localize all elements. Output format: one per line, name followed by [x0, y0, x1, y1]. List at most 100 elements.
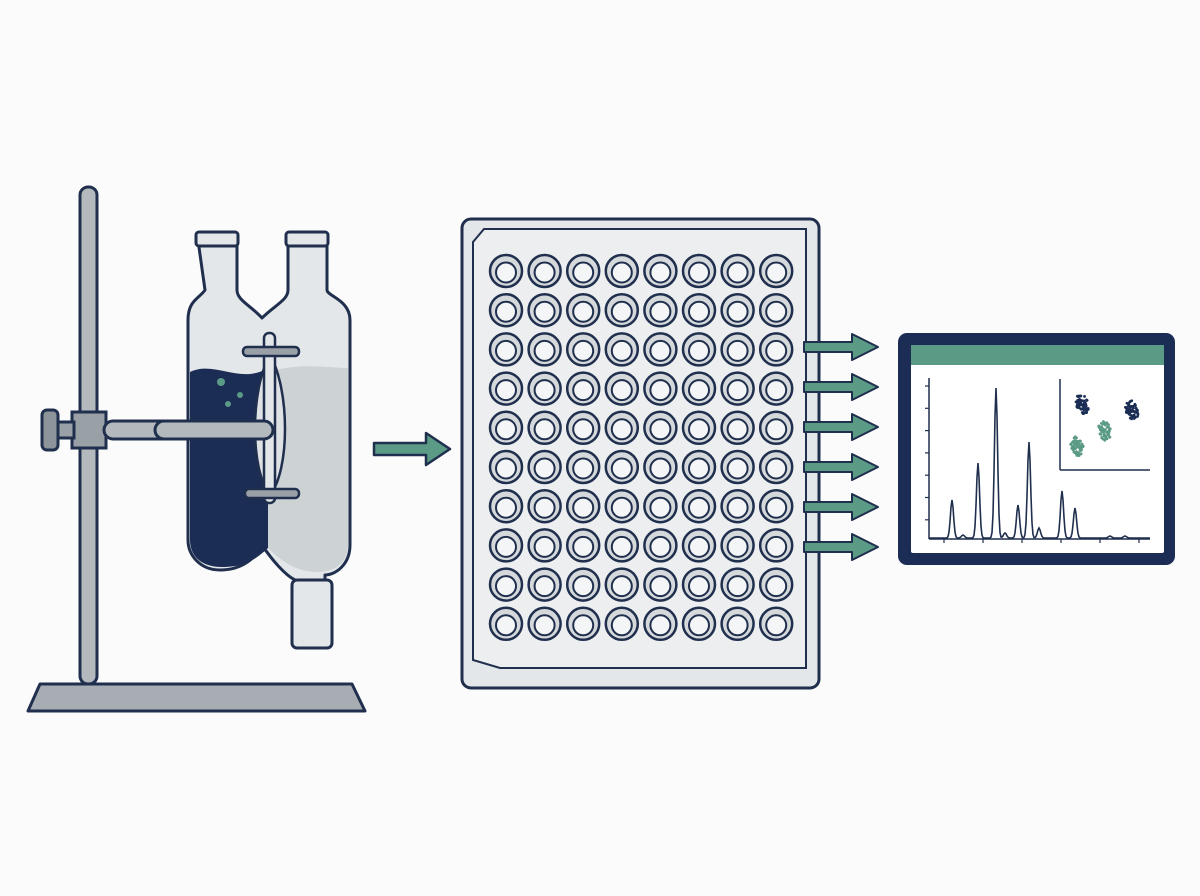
well	[720, 292, 755, 328]
well	[527, 528, 562, 563]
well	[720, 488, 755, 524]
well	[643, 253, 678, 289]
well	[758, 292, 794, 328]
well	[720, 410, 755, 446]
well	[565, 567, 601, 602]
well	[643, 410, 678, 446]
well	[720, 332, 755, 367]
well	[758, 371, 794, 406]
well	[604, 253, 640, 289]
well	[758, 253, 794, 289]
well	[643, 528, 678, 563]
well	[758, 606, 794, 642]
well	[681, 292, 717, 328]
well	[527, 371, 562, 406]
well	[565, 292, 601, 328]
arrow-right-icon	[803, 493, 879, 521]
well	[720, 449, 755, 485]
bubble	[217, 378, 225, 386]
separatory-flask-icon	[153, 230, 352, 650]
well	[565, 253, 601, 289]
well	[681, 371, 717, 406]
arrow-right-icon	[372, 431, 452, 467]
well	[488, 332, 524, 367]
scatter-cluster	[1074, 394, 1090, 416]
scatter-cluster	[1124, 399, 1140, 421]
arrow-right-icon	[803, 533, 879, 561]
well	[758, 488, 794, 524]
well	[565, 606, 601, 642]
well	[604, 606, 640, 642]
well	[604, 410, 640, 446]
well	[758, 410, 794, 446]
well	[604, 488, 640, 524]
well	[565, 449, 601, 485]
well	[720, 253, 755, 289]
well	[488, 528, 524, 563]
well	[527, 410, 562, 446]
well	[565, 488, 601, 524]
well	[527, 606, 562, 642]
title-bar	[911, 345, 1164, 365]
well	[720, 528, 755, 563]
well	[488, 449, 524, 485]
arrow-right-icon	[803, 413, 879, 441]
well	[488, 253, 524, 289]
well	[643, 371, 678, 406]
well	[527, 253, 562, 289]
well	[720, 371, 755, 406]
scatter-cluster	[1069, 435, 1085, 458]
well	[565, 371, 601, 406]
well	[604, 528, 640, 563]
well	[758, 449, 794, 485]
well	[565, 410, 601, 446]
bubble	[225, 401, 231, 407]
well	[604, 332, 640, 367]
well	[643, 292, 678, 328]
well	[565, 528, 601, 563]
bubble	[237, 392, 243, 398]
well	[720, 567, 755, 602]
well	[643, 449, 678, 485]
well	[527, 292, 562, 328]
well	[758, 332, 794, 367]
well	[758, 567, 794, 602]
well	[488, 606, 524, 642]
arrow-right-icon	[803, 453, 879, 481]
well	[643, 332, 678, 367]
well	[488, 567, 524, 602]
chromatogram-line	[929, 387, 1150, 539]
arrow-right-icon	[803, 333, 879, 361]
well	[527, 449, 562, 485]
well	[643, 488, 678, 524]
well	[565, 332, 601, 367]
well	[681, 410, 717, 446]
well	[681, 606, 717, 642]
well	[488, 371, 524, 406]
well	[720, 606, 755, 642]
well	[643, 567, 678, 602]
well	[681, 488, 717, 524]
well	[681, 332, 717, 367]
well	[681, 528, 717, 563]
well	[681, 567, 717, 602]
scatter-cluster	[1097, 420, 1112, 442]
well	[643, 606, 678, 642]
well	[604, 449, 640, 485]
well	[604, 371, 640, 406]
monitor-chromatogram-icon	[898, 333, 1175, 565]
well-plate-icon	[460, 217, 821, 690]
well	[527, 332, 562, 367]
well	[758, 528, 794, 563]
well	[681, 253, 717, 289]
well	[604, 292, 640, 328]
scatter-clusters-icon	[1059, 379, 1150, 471]
well	[527, 488, 562, 524]
arrow-right-icon	[803, 373, 879, 401]
well	[488, 488, 524, 524]
well	[681, 449, 717, 485]
well	[488, 410, 524, 446]
well	[604, 567, 640, 602]
well	[488, 292, 524, 328]
